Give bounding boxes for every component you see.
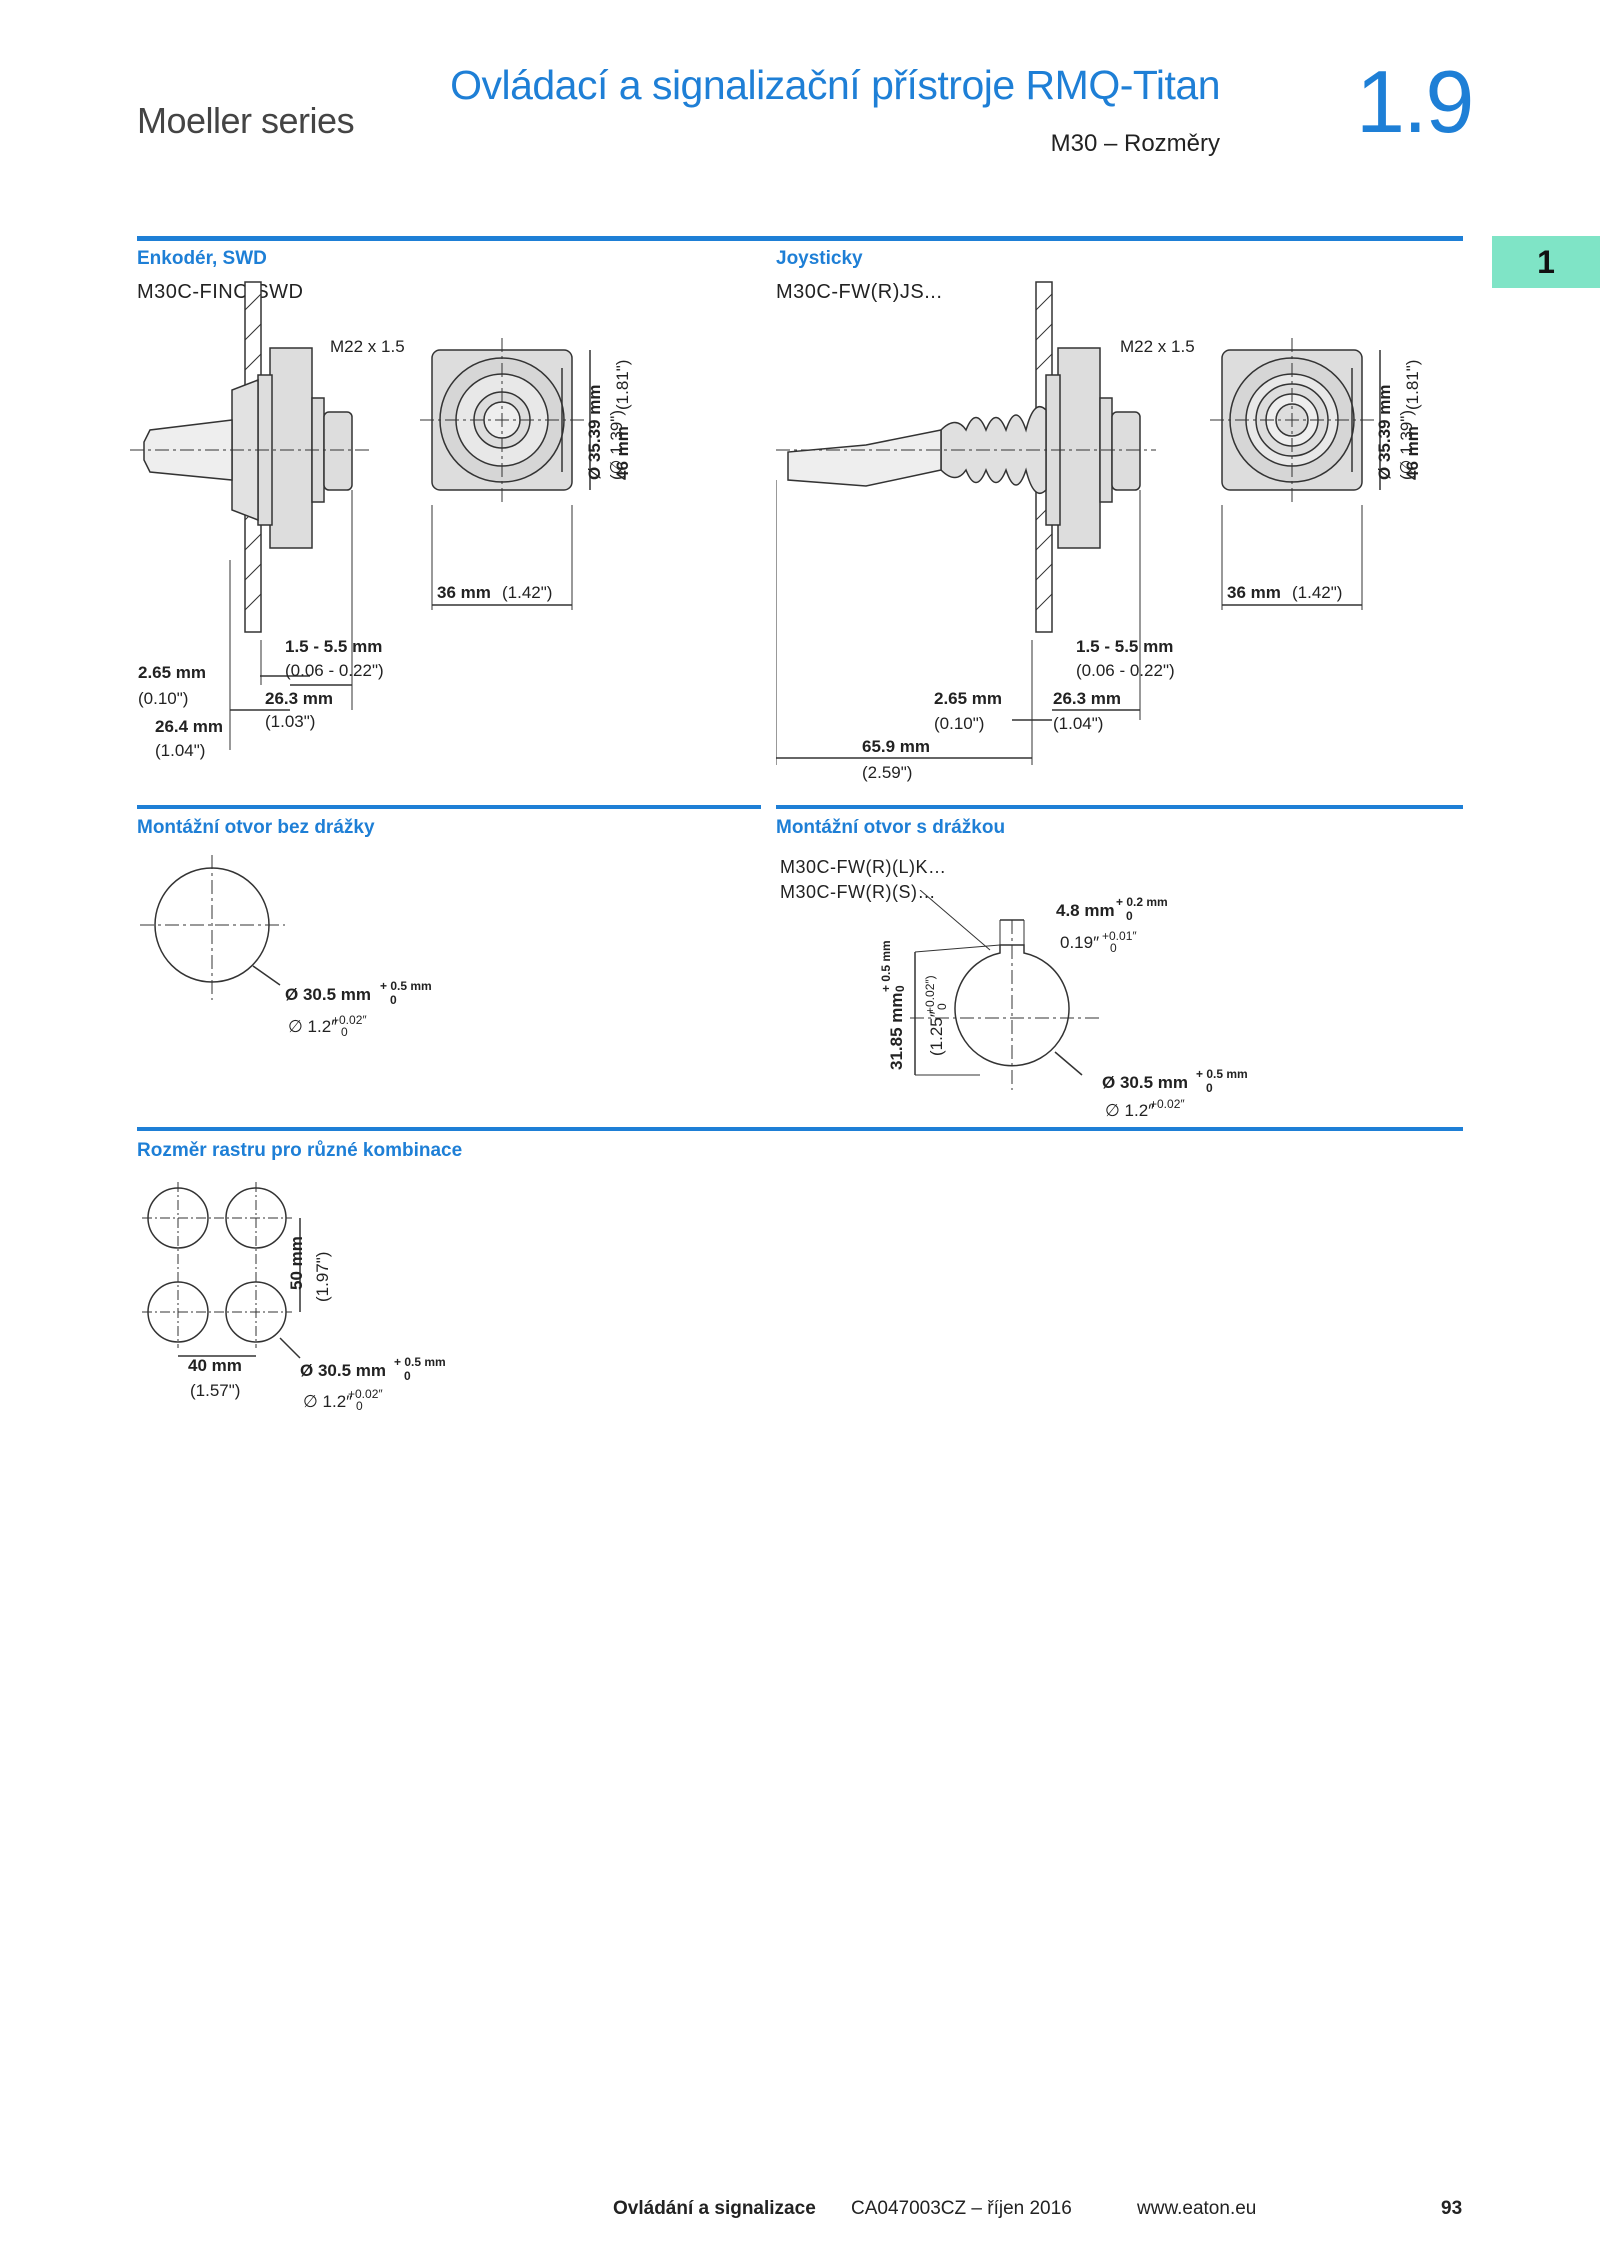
joystick-b-in: (1.04") (1053, 714, 1103, 733)
joystick-c-mm: 65.9 mm (862, 737, 930, 756)
chapter-tab[interactable]: 1 (1492, 236, 1600, 288)
hole-key-height-in-zero: 0 (935, 1003, 949, 1010)
footer-url[interactable]: www.eaton.eu (1137, 2198, 1257, 2219)
encoder-panel-mm: 1.5 - 5.5 mm (285, 637, 382, 656)
grid-dia-in: ∅ 1.2″ (303, 1392, 352, 1411)
hole-key-heading: Montážní otvor s drážkou (776, 817, 1006, 838)
section-rule (137, 236, 1463, 241)
joystick-heading: Joysticky (776, 248, 863, 269)
hole-key-drawing: 4.8 mm + 0.2 mm 0 0.19″ +0.01″ 0 Ø 30.5 … (879, 890, 1248, 1120)
grid-h-in: (1.57") (190, 1381, 240, 1400)
joystick-code: M30C-FW(R)JS... (776, 281, 943, 303)
encoder-width-in: (1.42") (502, 583, 552, 602)
grid-v-mm: 50 mm (287, 1236, 306, 1290)
encoder-b-in: (1.03") (265, 712, 315, 731)
hole-key-width-in-tol: +0.01″ (1102, 929, 1137, 943)
grid-v-in: (1.97") (313, 1252, 332, 1302)
hole-key-width-tol: + 0.2 mm (1116, 895, 1168, 909)
joystick-panel-mm: 1.5 - 5.5 mm (1076, 637, 1173, 656)
joystick-width-in: (1.42") (1292, 583, 1342, 602)
hole-plain-heading: Montážní otvor bez drážky (137, 817, 375, 838)
encoder-dia-mm: Ø 35.39 mm (585, 385, 604, 480)
encoder-panel-in: (0.06 - 0.22") (285, 661, 384, 680)
hole-key-height-in: (1.25″ (927, 1011, 946, 1056)
encoder-dia-in: (∅ 1.39") (607, 410, 626, 480)
hole-key-dia-in-tol: +0.02″ (1150, 1097, 1185, 1111)
hole-key-height-tol: + 0.5 mm (879, 940, 893, 992)
joystick-panel-in: (0.06 - 0.22") (1076, 661, 1175, 680)
page-number: 93 (1441, 2198, 1463, 2219)
hole-key-width-in: 0.19″ (1060, 933, 1099, 952)
hole-key-height-mm: 31.85 mm (887, 993, 906, 1071)
hole-key-dia-in: ∅ 1.2″ (1105, 1101, 1154, 1120)
joystick-dia-in: (∅ 1.39") (1397, 410, 1416, 480)
grid-h-mm: 40 mm (188, 1356, 242, 1375)
hole-plain-drawing: Ø 30.5 mm + 0.5 mm 0 ∅ 1.2″ +0.02″ 0 (140, 855, 432, 1039)
joystick-b-mm: 26.3 mm (1053, 689, 1121, 708)
hole-key-code1: M30C-FW(R)(L)K… (780, 857, 947, 877)
joystick-h-mm: 46 mm (1403, 426, 1422, 480)
encoder-heading: Enkodér, SWD (137, 248, 267, 269)
encoder-thread: M22 x 1.5 (330, 337, 405, 356)
joystick-width-mm: 36 mm (1227, 583, 1281, 602)
hole-plain-in-tol: +0.02″ (332, 1013, 367, 1027)
footer-section: Ovládání a signalizace (613, 2198, 816, 2219)
encoder-width-mm: 36 mm (437, 583, 491, 602)
encoder-drawing: M22 x 1.5 36 mm (1.42") 1.5 - 5.5 mm (0.… (130, 281, 632, 760)
hole-plain-tol-zero: 0 (390, 993, 397, 1007)
joystick-c-in: (2.59") (862, 763, 912, 782)
grid-dia-mm: Ø 30.5 mm (300, 1361, 386, 1380)
hole-key-width-zero: 0 (1126, 909, 1133, 923)
page-subtitle: M30 – Rozměry (1050, 130, 1220, 157)
grid-drawing: Ø 30.5 mm + 0.5 mm 0 ∅ 1.2″ +0.02″ 0 40 … (142, 1182, 446, 1413)
joystick-a-mm: 2.65 mm (934, 689, 1002, 708)
joystick-thread: M22 x 1.5 (1120, 337, 1195, 356)
series-label: Moeller series (137, 100, 355, 141)
joystick-dia-mm: Ø 35.39 mm (1375, 385, 1394, 480)
hole-key-dia-zero: 0 (1206, 1081, 1213, 1095)
hole-key-code2: M30C-FW(R)(S)… (780, 882, 936, 902)
encoder-b-mm: 26.3 mm (265, 689, 333, 708)
hole-key-height-zero: 0 (893, 985, 907, 992)
hole-key-dia-tol: + 0.5 mm (1196, 1067, 1248, 1081)
joystick-a-in: (0.10") (934, 714, 984, 733)
encoder-h-mm: 46 mm (613, 426, 632, 480)
grid-heading: Rozměr rastru pro různé kombinace (137, 1140, 463, 1161)
joystick-drawing: M22 x 1.5 36 mm (1.42") 1.5 - 5.5 mm (0.… (776, 281, 1422, 782)
hole-plain-dia-in: ∅ 1.2″ (288, 1017, 337, 1036)
hole-key-dia-mm: Ø 30.5 mm (1102, 1073, 1188, 1092)
page-title: Ovládací a signalizační přístroje RMQ-Ti… (450, 62, 1220, 108)
grid-dia-zero: 0 (404, 1369, 411, 1383)
encoder-h-in: (1.81") (613, 360, 632, 410)
encoder-c-in: (1.04") (155, 741, 205, 760)
encoder-a-in: (0.10") (138, 689, 188, 708)
hole-plain-tol-up: + 0.5 mm (380, 979, 432, 993)
joystick-h-in: (1.81") (1403, 360, 1422, 410)
hole-key-width-in-zero: 0 (1110, 941, 1117, 955)
hole-key-width-mm: 4.8 mm (1056, 901, 1115, 920)
chapter-number: 1.9 (1356, 52, 1474, 151)
grid-dia-in-zero: 0 (356, 1399, 363, 1413)
encoder-c-mm: 26.4 mm (155, 717, 223, 736)
section-rule (776, 805, 1463, 809)
hole-plain-in-zero: 0 (341, 1025, 348, 1039)
hole-plain-dia-mm: Ø 30.5 mm (285, 985, 371, 1004)
grid-dia-in-tol: +0.02″ (348, 1387, 383, 1401)
section-rule (137, 805, 761, 809)
encoder-a-mm: 2.65 mm (138, 663, 206, 682)
footer-doc: CA047003CZ – říjen 2016 (851, 2198, 1072, 2219)
section-rule (137, 1127, 1463, 1131)
hole-key-height-in-tol: +0.02″) (923, 975, 937, 1014)
grid-dia-tol: + 0.5 mm (394, 1355, 446, 1369)
